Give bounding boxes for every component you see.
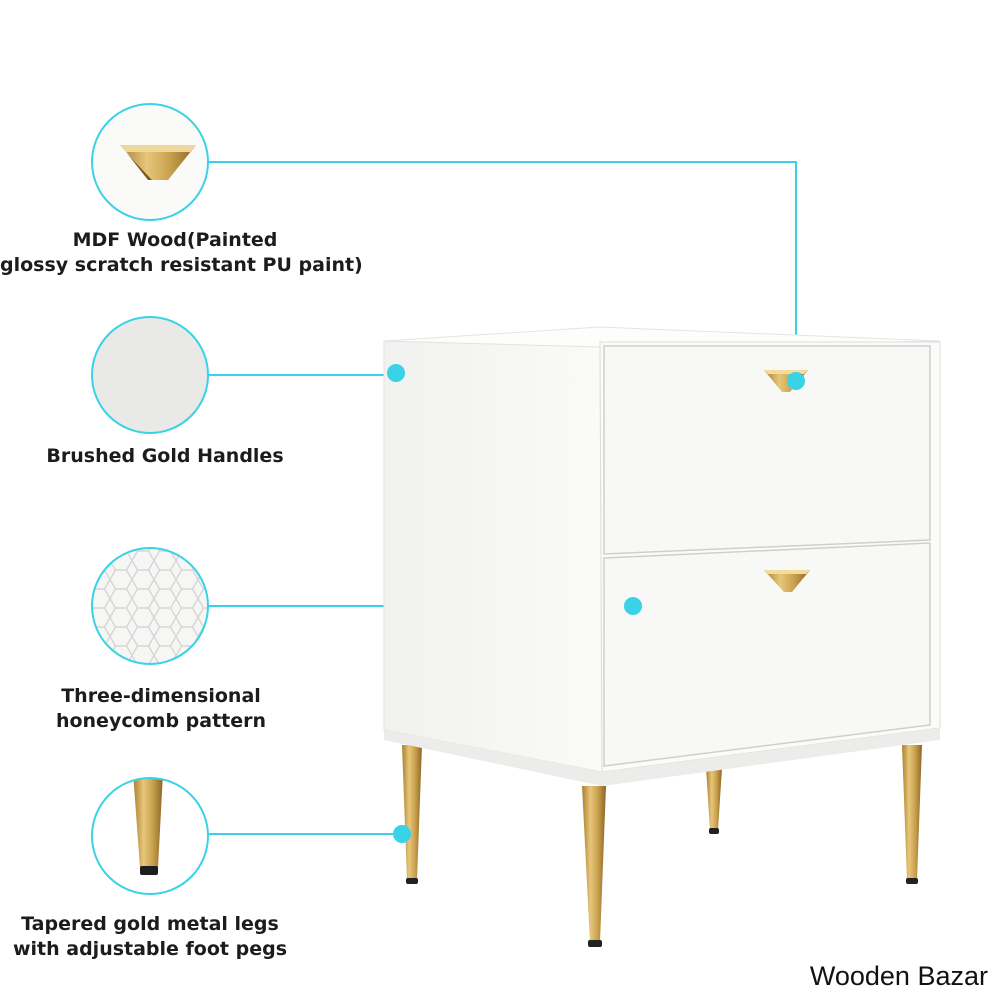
- leg-back-left: [402, 745, 422, 880]
- nightstand: [383, 326, 941, 947]
- callout-dot-surface: [387, 364, 405, 382]
- leg-closeup-icon: [91, 777, 209, 895]
- honeycomb-closeup-icon: [91, 547, 209, 665]
- callout-dot-handle: [787, 372, 805, 390]
- side-panel: [383, 340, 603, 773]
- surface-closeup-icon: [91, 316, 209, 434]
- drawer-top: [603, 345, 931, 555]
- callout-dot-honeycomb: [624, 597, 642, 615]
- callout-line-handle: [208, 161, 797, 381]
- leg-back-right: [902, 745, 922, 880]
- drawer-bottom: [603, 542, 931, 767]
- callout-dots: [387, 364, 805, 843]
- feature-label-legs: Tapered gold metal legs with adjustable …: [12, 913, 288, 960]
- brand-watermark: Wooden Bazar: [809, 961, 988, 991]
- drawer-handle-bottom: [764, 570, 810, 592]
- callout-dot-leg: [393, 825, 411, 843]
- feature-label-handles: Brushed Gold Handles: [46, 445, 284, 467]
- feature-label-honeycomb: Three-dimensional honeycomb pattern: [55, 685, 267, 732]
- feature-label-paint: MDF Wood(Painted glossy scratch resistan…: [0, 229, 363, 276]
- handle-closeup-icon: [91, 103, 209, 221]
- leg-back-middle: [706, 768, 722, 830]
- leg-front-left: [582, 786, 606, 942]
